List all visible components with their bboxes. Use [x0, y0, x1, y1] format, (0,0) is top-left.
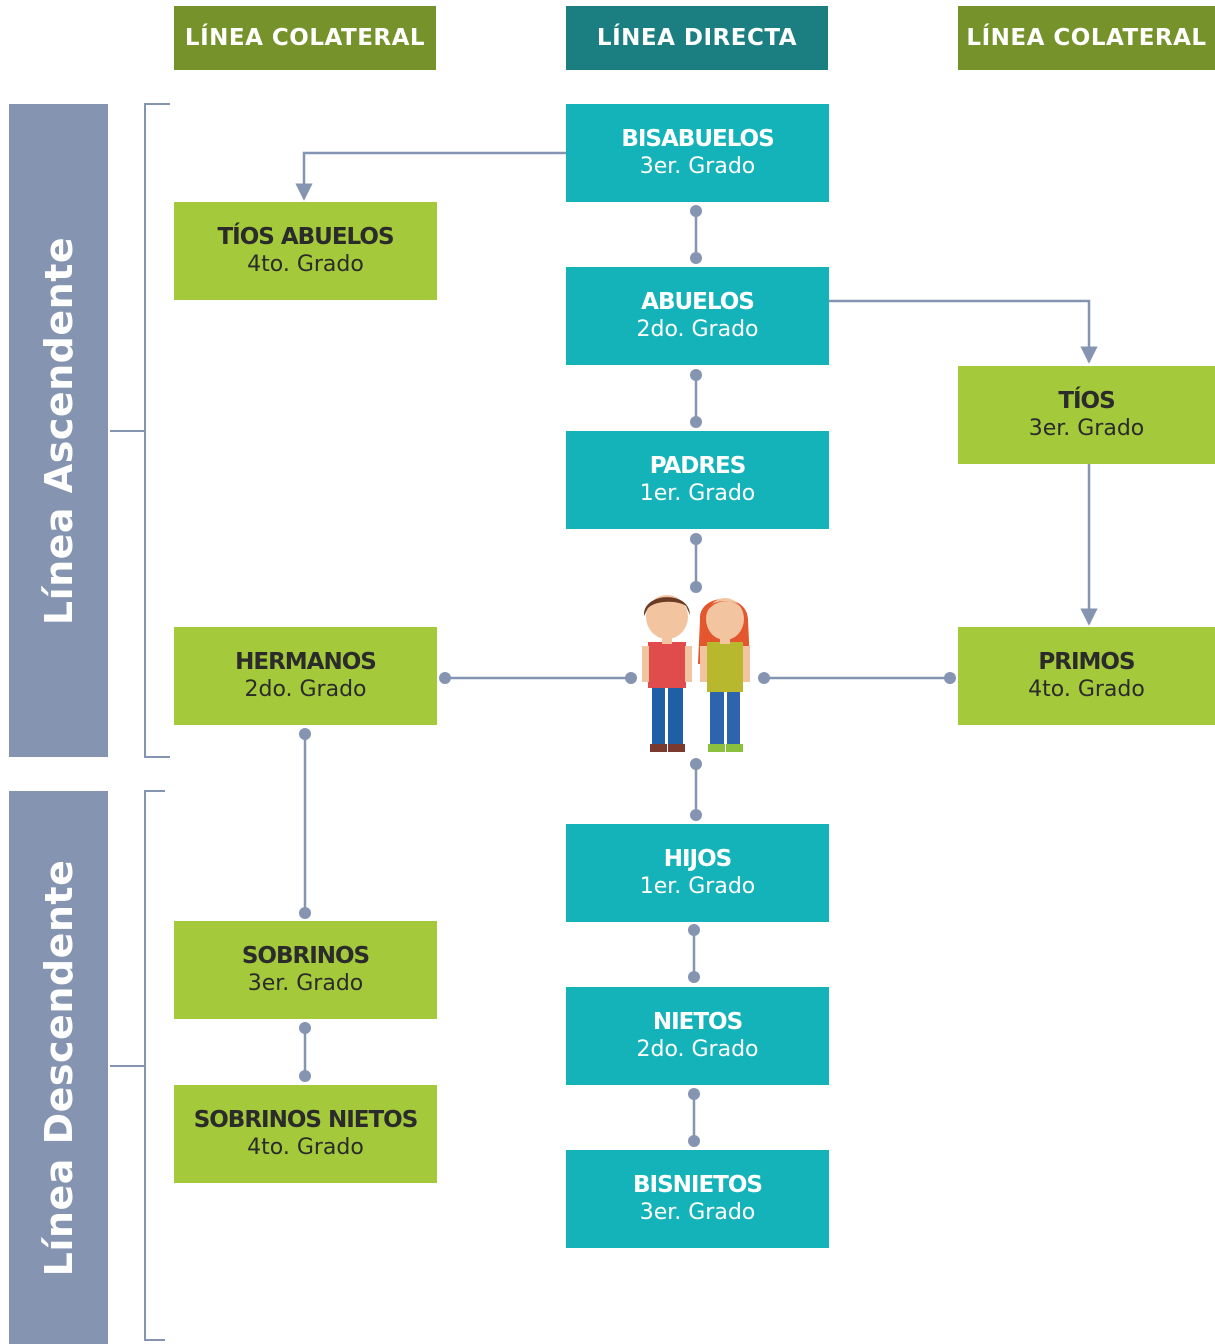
node-sobrinos-nietos: SOBRINOS NIETOS 4to. Grado [174, 1085, 437, 1183]
boy-figure-icon [642, 595, 692, 752]
node-degree: 3er. Grado [247, 971, 364, 996]
node-sobrinos: SOBRINOS 3er. Grado [174, 921, 437, 1019]
node-hijos: HIJOS 1er. Grado [566, 824, 829, 922]
node-bisabuelos: BISABUELOS 3er. Grado [566, 104, 829, 202]
header-linea-directa: LÍNEA DIRECTA [566, 6, 828, 70]
node-degree: 4to. Grado [247, 1135, 364, 1160]
node-name: ABUELOS [641, 289, 755, 315]
node-name: PRIMOS [1038, 649, 1135, 675]
connector-dots [299, 205, 956, 1147]
node-name: TÍOS [1058, 388, 1115, 414]
side-bar-ascendente: Línea Ascendente [9, 104, 108, 757]
node-name: HERMANOS [235, 649, 377, 675]
node-degree: 2do. Grado [244, 677, 367, 702]
node-degree: 2do. Grado [636, 317, 759, 342]
node-degree: 3er. Grado [1028, 416, 1145, 441]
node-degree: 1er. Grado [639, 481, 756, 506]
node-degree: 4to. Grado [247, 252, 364, 277]
bracket-descendente [110, 790, 165, 1341]
node-name: SOBRINOS NIETOS [193, 1107, 419, 1133]
node-bisnietos: BISNIETOS 3er. Grado [566, 1150, 829, 1248]
side-bar-descendente: Línea Descendente [9, 791, 108, 1344]
node-name: BISNIETOS [633, 1172, 763, 1198]
header-linea-colateral-left: LÍNEA COLATERAL [174, 6, 436, 70]
node-padres: PADRES 1er. Grado [566, 431, 829, 529]
node-degree: 3er. Grado [639, 154, 756, 179]
node-name: NIETOS [652, 1009, 743, 1035]
node-tios: TÍOS 3er. Grado [958, 366, 1215, 464]
node-abuelos: ABUELOS 2do. Grado [566, 267, 829, 365]
node-name: SOBRINOS [241, 943, 370, 969]
node-degree: 1er. Grado [639, 874, 756, 899]
bracket-ascendente [110, 103, 170, 758]
node-nietos: NIETOS 2do. Grado [566, 987, 829, 1085]
node-name: HIJOS [663, 846, 732, 872]
node-tios-abuelos: TÍOS ABUELOS 4to. Grado [174, 202, 437, 300]
node-degree: 3er. Grado [639, 1200, 756, 1225]
header-label: LÍNEA COLATERAL [184, 25, 426, 51]
arrow-bisabuelos-tios-abuelos [295, 151, 566, 201]
girl-figure-icon [698, 598, 750, 752]
arrow-abuelos-tios [829, 299, 1098, 364]
node-degree: 4to. Grado [1028, 677, 1145, 702]
node-degree: 2do. Grado [636, 1037, 759, 1062]
node-name: BISABUELOS [621, 126, 774, 152]
header-label: LÍNEA COLATERAL [966, 25, 1207, 51]
node-name: TÍOS ABUELOS [217, 224, 394, 250]
node-primos: PRIMOS 4to. Grado [958, 627, 1215, 725]
node-name: PADRES [649, 453, 747, 479]
header-label: LÍNEA DIRECTA [596, 25, 798, 51]
header-linea-colateral-right: LÍNEA COLATERAL [958, 6, 1215, 70]
node-hermanos: HERMANOS 2do. Grado [174, 627, 437, 725]
